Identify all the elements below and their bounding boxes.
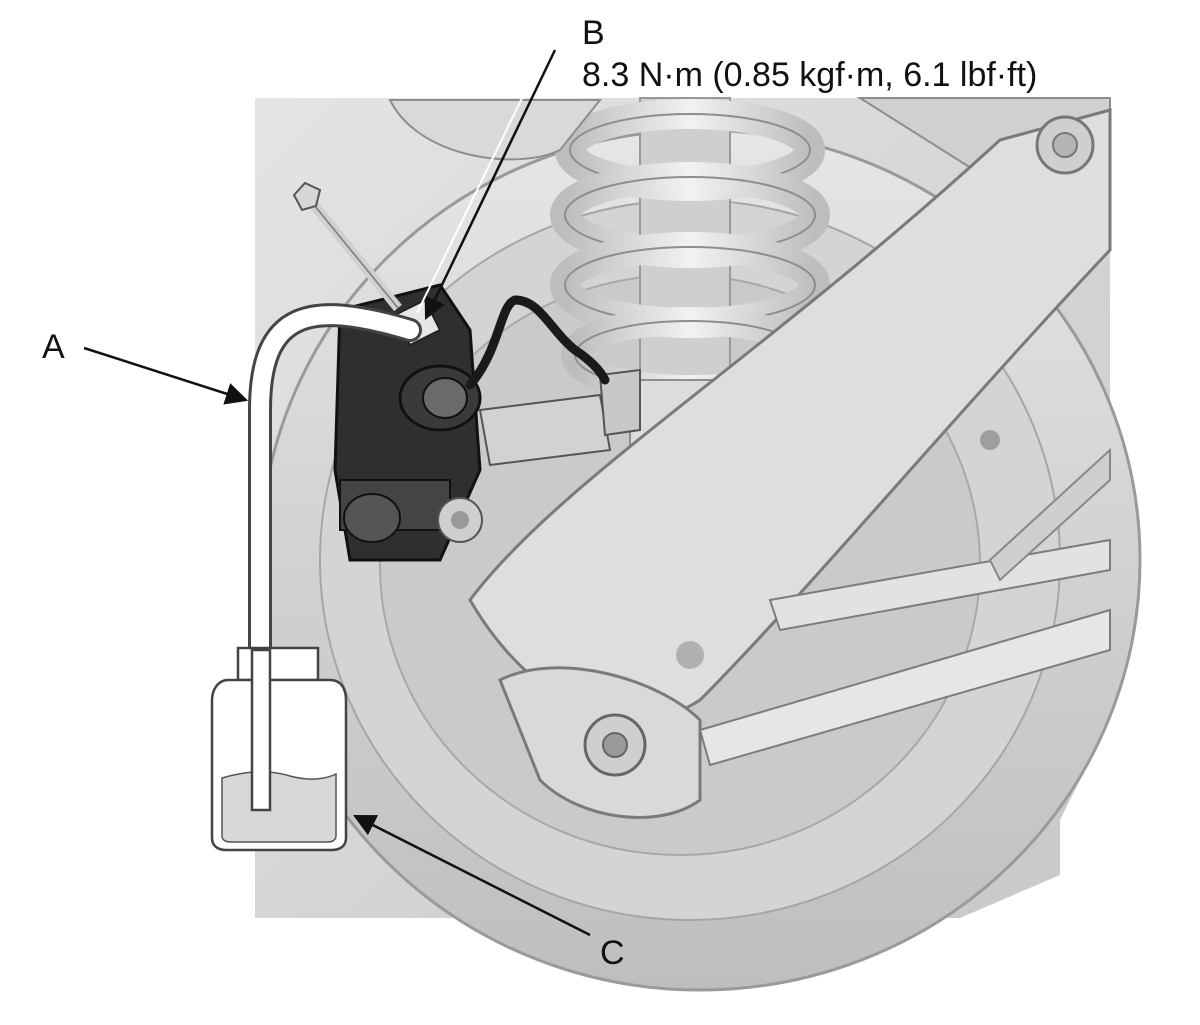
lower-links: [498, 447, 1111, 819]
torque-specification: 8.3 N·m (0.85 kgf·m, 6.1 lbf·ft): [582, 56, 1038, 94]
callout-label-c: C: [600, 934, 625, 972]
bleeder-cap: [292, 181, 402, 312]
leader-line-b-back: [416, 44, 549, 314]
leader-lines: [83, 44, 591, 937]
leader-line-b: [424, 49, 557, 321]
sensor-wire: [465, 295, 610, 390]
callout-label-b: B: [582, 14, 605, 52]
leader-line-a: [83, 346, 249, 405]
callout-label-a: A: [42, 328, 65, 366]
leader-line-c: [352, 814, 591, 937]
bleeder-bottle: [210, 646, 348, 852]
brake-caliper: [333, 283, 641, 562]
bleeder-hose: [248, 303, 422, 802]
